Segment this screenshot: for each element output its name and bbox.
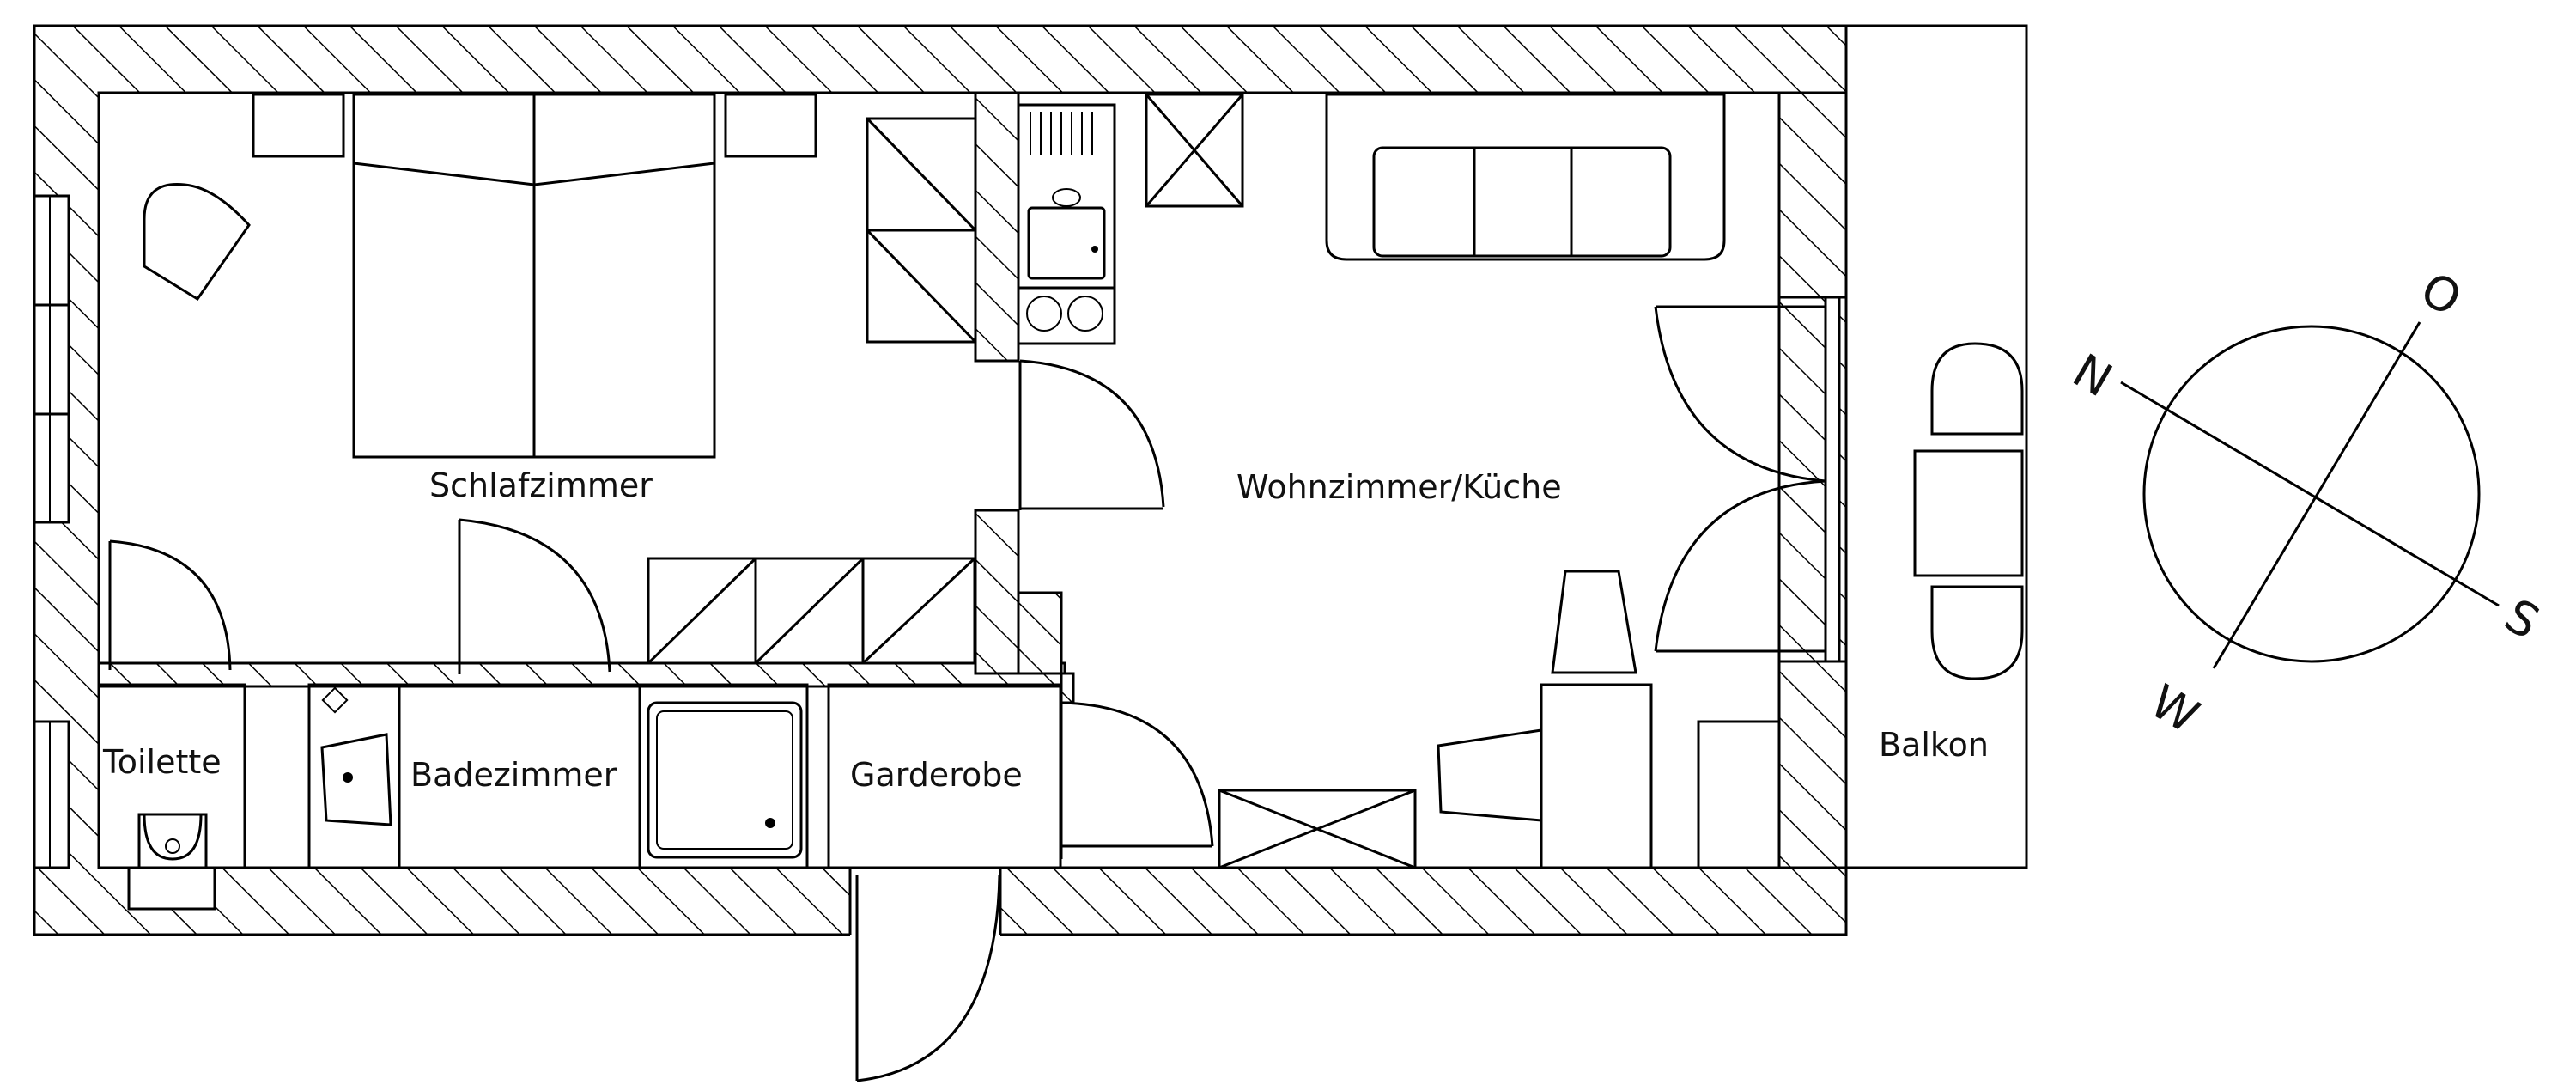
compass-south: S <box>2496 588 2549 650</box>
living-furniture <box>1017 93 1781 869</box>
bath-toilet-furniture <box>97 683 1062 911</box>
label-wohnzimmer: Wohnzimmer/Küche <box>1236 468 1562 506</box>
wall-bedroom-living <box>974 91 1020 363</box>
compass-north: N <box>2064 344 2121 408</box>
compass-east: O <box>2412 262 2470 327</box>
balcony <box>1844 24 2028 869</box>
label-balkon: Balkon <box>1879 726 1989 764</box>
label-garderobe: Garderobe <box>850 756 1023 794</box>
window-left-2 <box>33 720 70 869</box>
label-badezimmer: Badezimmer <box>410 756 617 794</box>
compass-rose: N O S W <box>2064 262 2549 744</box>
wall-garderobe-corner <box>1017 591 1063 675</box>
bedroom-furniture <box>143 93 977 665</box>
label-toilette: Toilette <box>102 743 222 781</box>
wall-balcony-lower <box>1777 660 1848 869</box>
label-schlafzimmer: Schlafzimmer <box>429 466 653 504</box>
window-right <box>1824 296 1841 663</box>
wall-balcony-upper <box>1777 91 1848 299</box>
room-labels: Schlafzimmer Wohnzimmer/Küche Toilette B… <box>102 466 1989 794</box>
compass-axis-wo <box>2212 321 2421 669</box>
compass-circle <box>2142 325 2481 663</box>
compass-axis-ns <box>2120 381 2500 607</box>
wall-bedroom-bath <box>97 661 1066 688</box>
compass-west: W <box>2142 674 2208 744</box>
window-left-1 <box>33 194 70 524</box>
wall-garderobe-right <box>1060 672 1075 704</box>
wall-bedroom-living-lower <box>974 509 1020 675</box>
doors <box>108 305 1826 1082</box>
entrance-gap <box>850 869 1000 938</box>
